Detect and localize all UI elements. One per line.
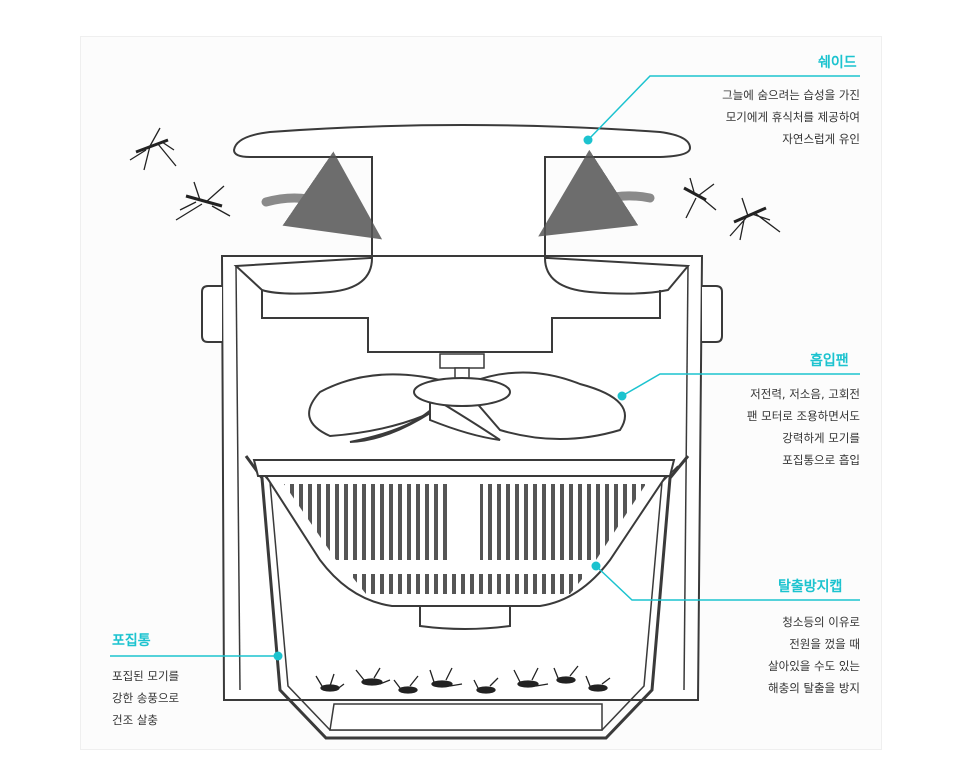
shade-collar [233, 257, 374, 295]
cap-callout-title: 탈출방지캡 [778, 579, 843, 595]
housing-inner-wall-left [235, 265, 241, 691]
flying-mosquito-1 [129, 127, 177, 171]
escape-cap-slats-upper-right [480, 484, 646, 560]
escape-cap-rim [252, 459, 676, 477]
cap-callout-line-1: 청소등의 이유로 [782, 615, 860, 629]
leader-shade [587, 75, 860, 141]
leader-dot-shade [583, 135, 593, 145]
leader-dot-bin [273, 651, 283, 661]
leader-fan [621, 373, 860, 397]
airflow-arrow-left [261, 151, 383, 240]
shade-collar-right [543, 257, 691, 295]
shade-cap [232, 124, 692, 259]
fan-callout-line-4: 포집통으로 흡입 [782, 453, 860, 467]
handle-left [201, 285, 222, 343]
shade-callout-line-3: 자연스럽게 유인 [782, 132, 860, 146]
housing-inner-wall-right [683, 265, 689, 691]
inner-frame [261, 290, 661, 353]
leader-cap [595, 565, 860, 601]
flying-mosquito-3 [683, 177, 717, 219]
flying-mosquito-4 [729, 197, 781, 241]
fan-callout-line-3: 강력하게 모기를 [782, 431, 860, 445]
escape-cap-slats-lower [350, 574, 586, 594]
shade-callout-line-1: 그늘에 숨으려는 습성을 가진 [722, 88, 860, 102]
fan-callout-line-1: 저전력, 저소음, 고회전 [750, 387, 860, 401]
collection-bin [244, 455, 690, 740]
bin-callout-line-2: 강한 송풍으로 [112, 691, 180, 705]
fan-blades [308, 371, 626, 443]
bin-floor [329, 703, 603, 731]
trapped-mosquitoes [315, 665, 611, 694]
leader-dot-fan [617, 391, 627, 401]
motor-hub [439, 353, 485, 369]
bin-callout-line-3: 건조 살충 [112, 713, 158, 727]
leader-dot-cap [591, 561, 601, 571]
bin-callout-title: 포집통 [112, 633, 151, 649]
escape-cap-neck [419, 605, 511, 630]
handle-right [702, 285, 723, 343]
escape-cap-slats-upper [284, 484, 452, 560]
airflow-arrow-right [538, 149, 655, 237]
cap-callout-line-4: 해충의 탈출을 방지 [768, 681, 860, 695]
cap-callout-line-2: 전원을 껐을 때 [789, 637, 860, 651]
flying-mosquito-2 [175, 181, 231, 221]
fan-callout-line-2: 팬 모터로 조용하면서도 [746, 409, 860, 423]
shade-callout-line-2: 모기에게 휴식처를 제공하여 [725, 110, 860, 124]
bin-callout-line-1: 포집된 모기를 [112, 669, 180, 683]
fan-callout-title: 흡입팬 [810, 353, 849, 369]
cap-callout-line-3: 살아있을 수도 있는 [768, 659, 860, 673]
shade-callout-title: 쉐이드 [818, 55, 857, 71]
